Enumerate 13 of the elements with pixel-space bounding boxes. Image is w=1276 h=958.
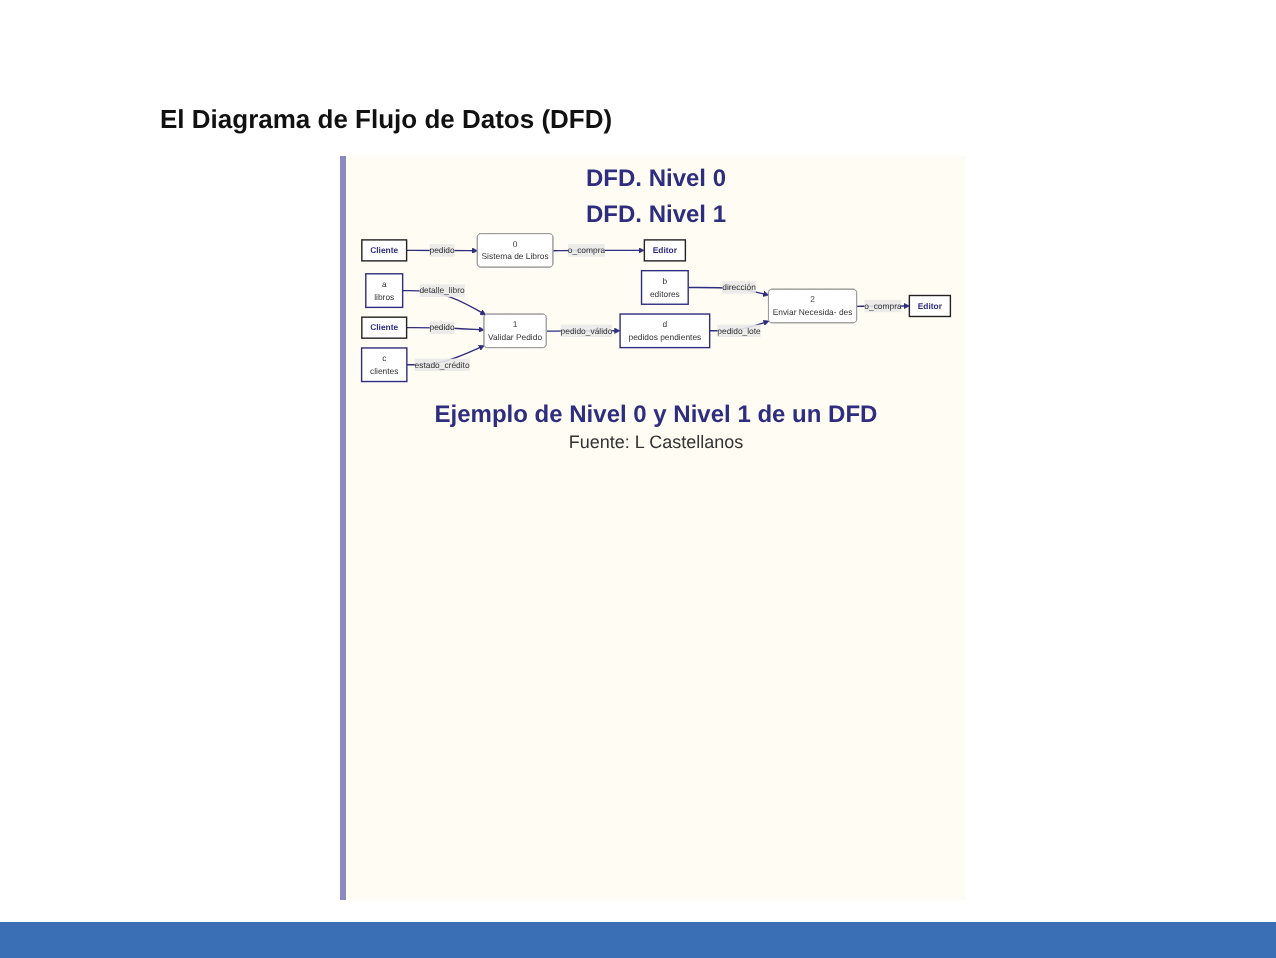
node-box xyxy=(619,313,711,349)
node-box xyxy=(643,239,687,262)
node-box xyxy=(908,294,952,318)
node-box xyxy=(365,273,404,309)
level-heading: DFD. Nivel 0 xyxy=(585,164,727,192)
figure-caption: Ejemplo de Nivel 0 y Nivel 1 de un DFD xyxy=(434,399,878,428)
source-note: Fuente: L Castellanos xyxy=(568,431,744,452)
node-box xyxy=(361,316,408,339)
page-title: El Diagrama de Flujo de Datos (DFD) xyxy=(160,104,613,134)
node-box xyxy=(640,269,689,305)
node-box xyxy=(360,347,408,383)
node-box xyxy=(361,239,408,262)
level-heading: DFD. Nivel 1 xyxy=(585,200,727,228)
